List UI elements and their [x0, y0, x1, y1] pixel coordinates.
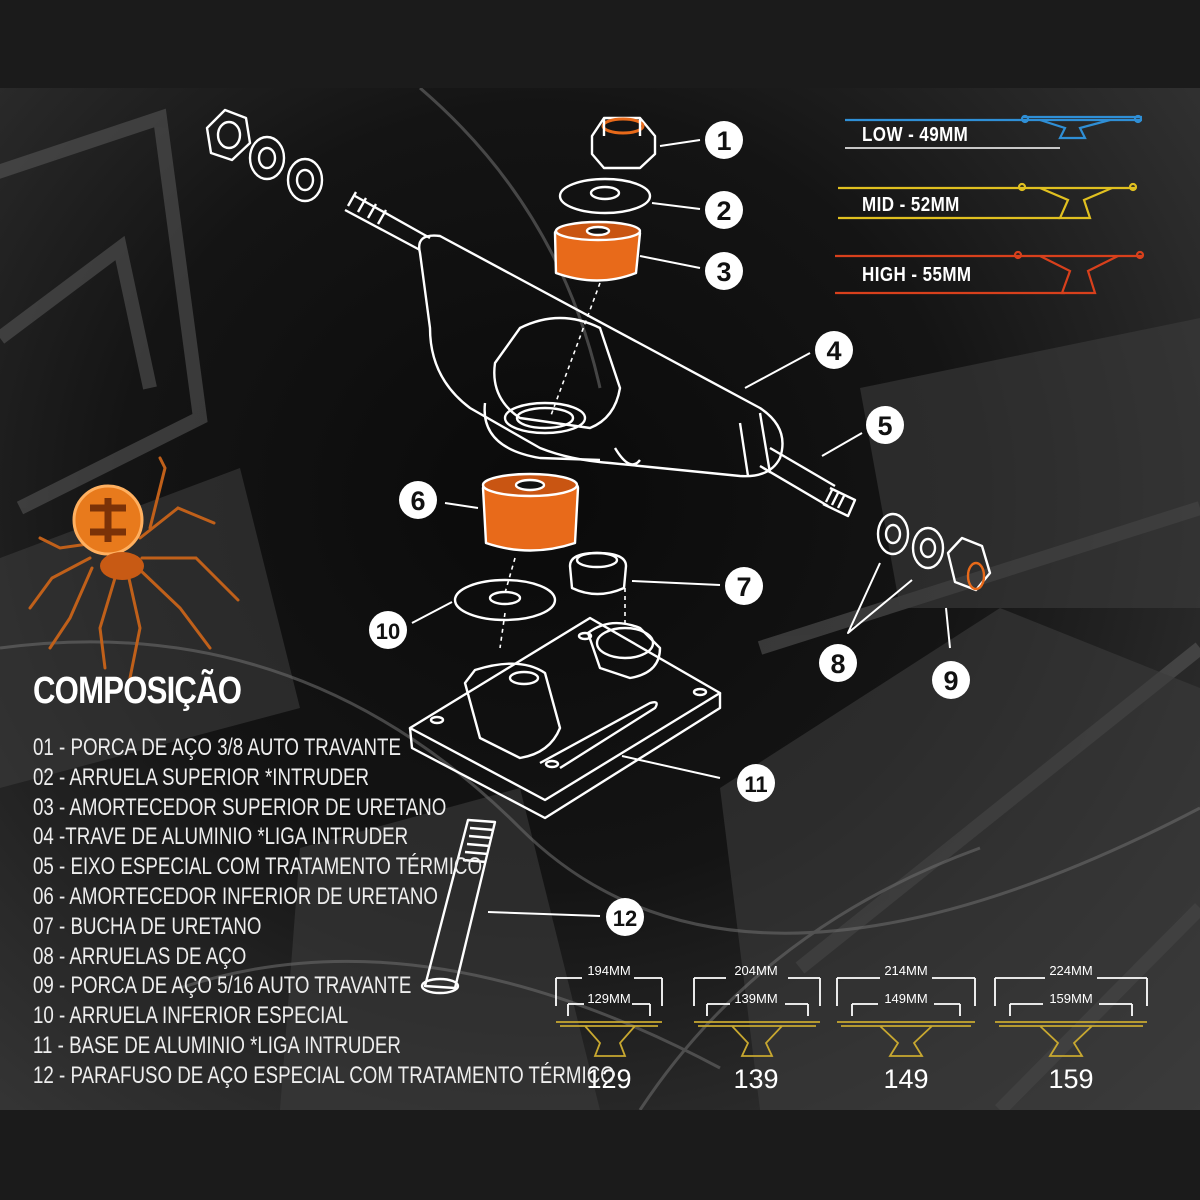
list-item: 07 - BUCHA DE URETANO	[33, 912, 262, 940]
svg-text:11: 11	[744, 772, 767, 797]
bottom-border	[0, 1110, 1200, 1200]
svg-text:3: 3	[716, 257, 731, 287]
height-trucks	[835, 114, 1145, 295]
baseplate	[408, 616, 722, 820]
list-item: 04 -TRAVE DE ALUMINIO *LIGA INTRUDER	[33, 823, 409, 851]
svg-text:8: 8	[830, 649, 845, 679]
list-item: 01 - PORCA DE AÇO 3/8 AUTO TRAVANTE	[33, 734, 401, 761]
svg-text:12: 12	[613, 906, 637, 931]
svg-text:1: 1	[716, 126, 731, 156]
diagram-panel: 1 2 3 4 5 6 7	[0, 88, 1200, 1110]
left-axle-thread	[344, 191, 431, 252]
list-item: 02 - ARRUELA SUPERIOR *INTRUDER	[33, 763, 370, 791]
callout-1: 1	[705, 121, 743, 159]
kingpin-guide-bottom	[499, 557, 516, 649]
left-axle-washer-2	[286, 157, 324, 203]
svg-text:139MM: 139MM	[734, 991, 777, 1006]
svg-text:149MM: 149MM	[884, 991, 927, 1006]
bottom-bushing	[481, 472, 580, 552]
spider-logo-icon	[28, 456, 240, 680]
callout-2: 2	[705, 191, 743, 229]
svg-text:7: 7	[736, 572, 751, 602]
list-item: 05 - EIXO ESPECIAL COM TRATAMENTO TÉRMIC…	[33, 853, 483, 881]
svg-text:139: 139	[733, 1064, 778, 1094]
svg-text:159: 159	[1048, 1064, 1093, 1094]
top-bushing	[553, 220, 642, 282]
size-139: 204MM 139MM 139	[693, 963, 821, 1094]
callout-11: 11	[737, 764, 775, 802]
left-axle-washer-1	[248, 135, 286, 181]
callout-12: 12	[606, 898, 644, 936]
callout-10: 10	[369, 611, 407, 649]
right-axle	[759, 446, 857, 518]
height-mid-label: MID - 52MM	[862, 194, 960, 216]
svg-text:129: 129	[586, 1064, 631, 1094]
svg-text:149: 149	[883, 1064, 928, 1094]
svg-text:224MM: 224MM	[1049, 963, 1092, 978]
height-low-label: LOW - 49MM	[862, 124, 969, 146]
top-washer	[558, 177, 652, 215]
list-item: 09 - PORCA DE AÇO 5/16 AUTO TRAVANTE	[33, 972, 412, 1000]
mid-truck-icon	[838, 182, 1138, 220]
size-129: 194MM 129MM 129	[555, 963, 663, 1094]
callout-3: 3	[705, 252, 743, 290]
callout-9: 9	[932, 661, 970, 699]
composition-title: COMPOSIÇÃO	[33, 670, 242, 712]
callout-4: 4	[815, 331, 853, 369]
svg-text:204MM: 204MM	[734, 963, 777, 978]
svg-text:214MM: 214MM	[884, 963, 927, 978]
kingpin-nut	[590, 116, 657, 170]
size-159: 224MM 159MM 159	[994, 963, 1148, 1094]
high-truck-icon	[835, 250, 1145, 295]
list-item: 08 - ARRUELAS DE AÇO	[33, 942, 247, 970]
svg-text:6: 6	[410, 486, 425, 516]
svg-text:159MM: 159MM	[1049, 991, 1092, 1006]
left-axle-nut	[205, 108, 252, 162]
list-item: 11 - BASE DE ALUMINIO *LIGA INTRUDER	[33, 1031, 401, 1059]
low-truck-icon	[845, 114, 1143, 140]
callout-8: 8	[819, 644, 857, 682]
exploded-truck-diagram: 1 2 3 4 5 6 7	[28, 108, 1148, 1094]
right-washer-2	[911, 526, 945, 570]
callouts: 1 2 3 4 5 6 7	[369, 121, 970, 936]
kingpin-guide-top	[549, 282, 601, 419]
callout-7: 7	[725, 567, 763, 605]
svg-text:2: 2	[716, 196, 731, 226]
svg-text:4: 4	[826, 336, 841, 366]
height-high-label: HIGH - 55MM	[862, 264, 972, 286]
background-decoration	[0, 88, 1200, 1110]
callout-5: 5	[866, 406, 904, 444]
list-item: 03 - AMORTECEDOR SUPERIOR DE URETANO	[33, 793, 447, 821]
right-axle-nut	[946, 536, 992, 592]
size-trucks: 194MM 129MM 129 204MM 139MM 139 214MM 14…	[555, 963, 1148, 1094]
svg-text:194MM: 194MM	[587, 963, 630, 978]
svg-text:9: 9	[943, 666, 958, 696]
list-item: 06 - AMORTECEDOR INFERIOR DE URETANO	[33, 882, 438, 910]
size-149: 214MM 149MM 149	[836, 963, 976, 1094]
svg-text:5: 5	[877, 411, 892, 441]
right-washer-1	[876, 512, 910, 556]
hanger	[418, 234, 784, 478]
svg-text:10: 10	[376, 619, 400, 644]
list-item: 10 - ARRUELA INFERIOR ESPECIAL	[33, 1002, 349, 1030]
callout-6: 6	[399, 481, 437, 519]
list-item: 12 - PARAFUSO DE AÇO ESPECIAL COM TRATAM…	[33, 1061, 615, 1089]
leader-lines	[411, 139, 951, 917]
pivot-cup	[568, 551, 628, 596]
kingpin-bolt	[420, 818, 497, 995]
composition-list: 01 - PORCA DE AÇO 3/8 AUTO TRAVANTE 02 -…	[33, 733, 779, 1091]
top-border	[0, 0, 1200, 88]
svg-text:129MM: 129MM	[587, 991, 630, 1006]
